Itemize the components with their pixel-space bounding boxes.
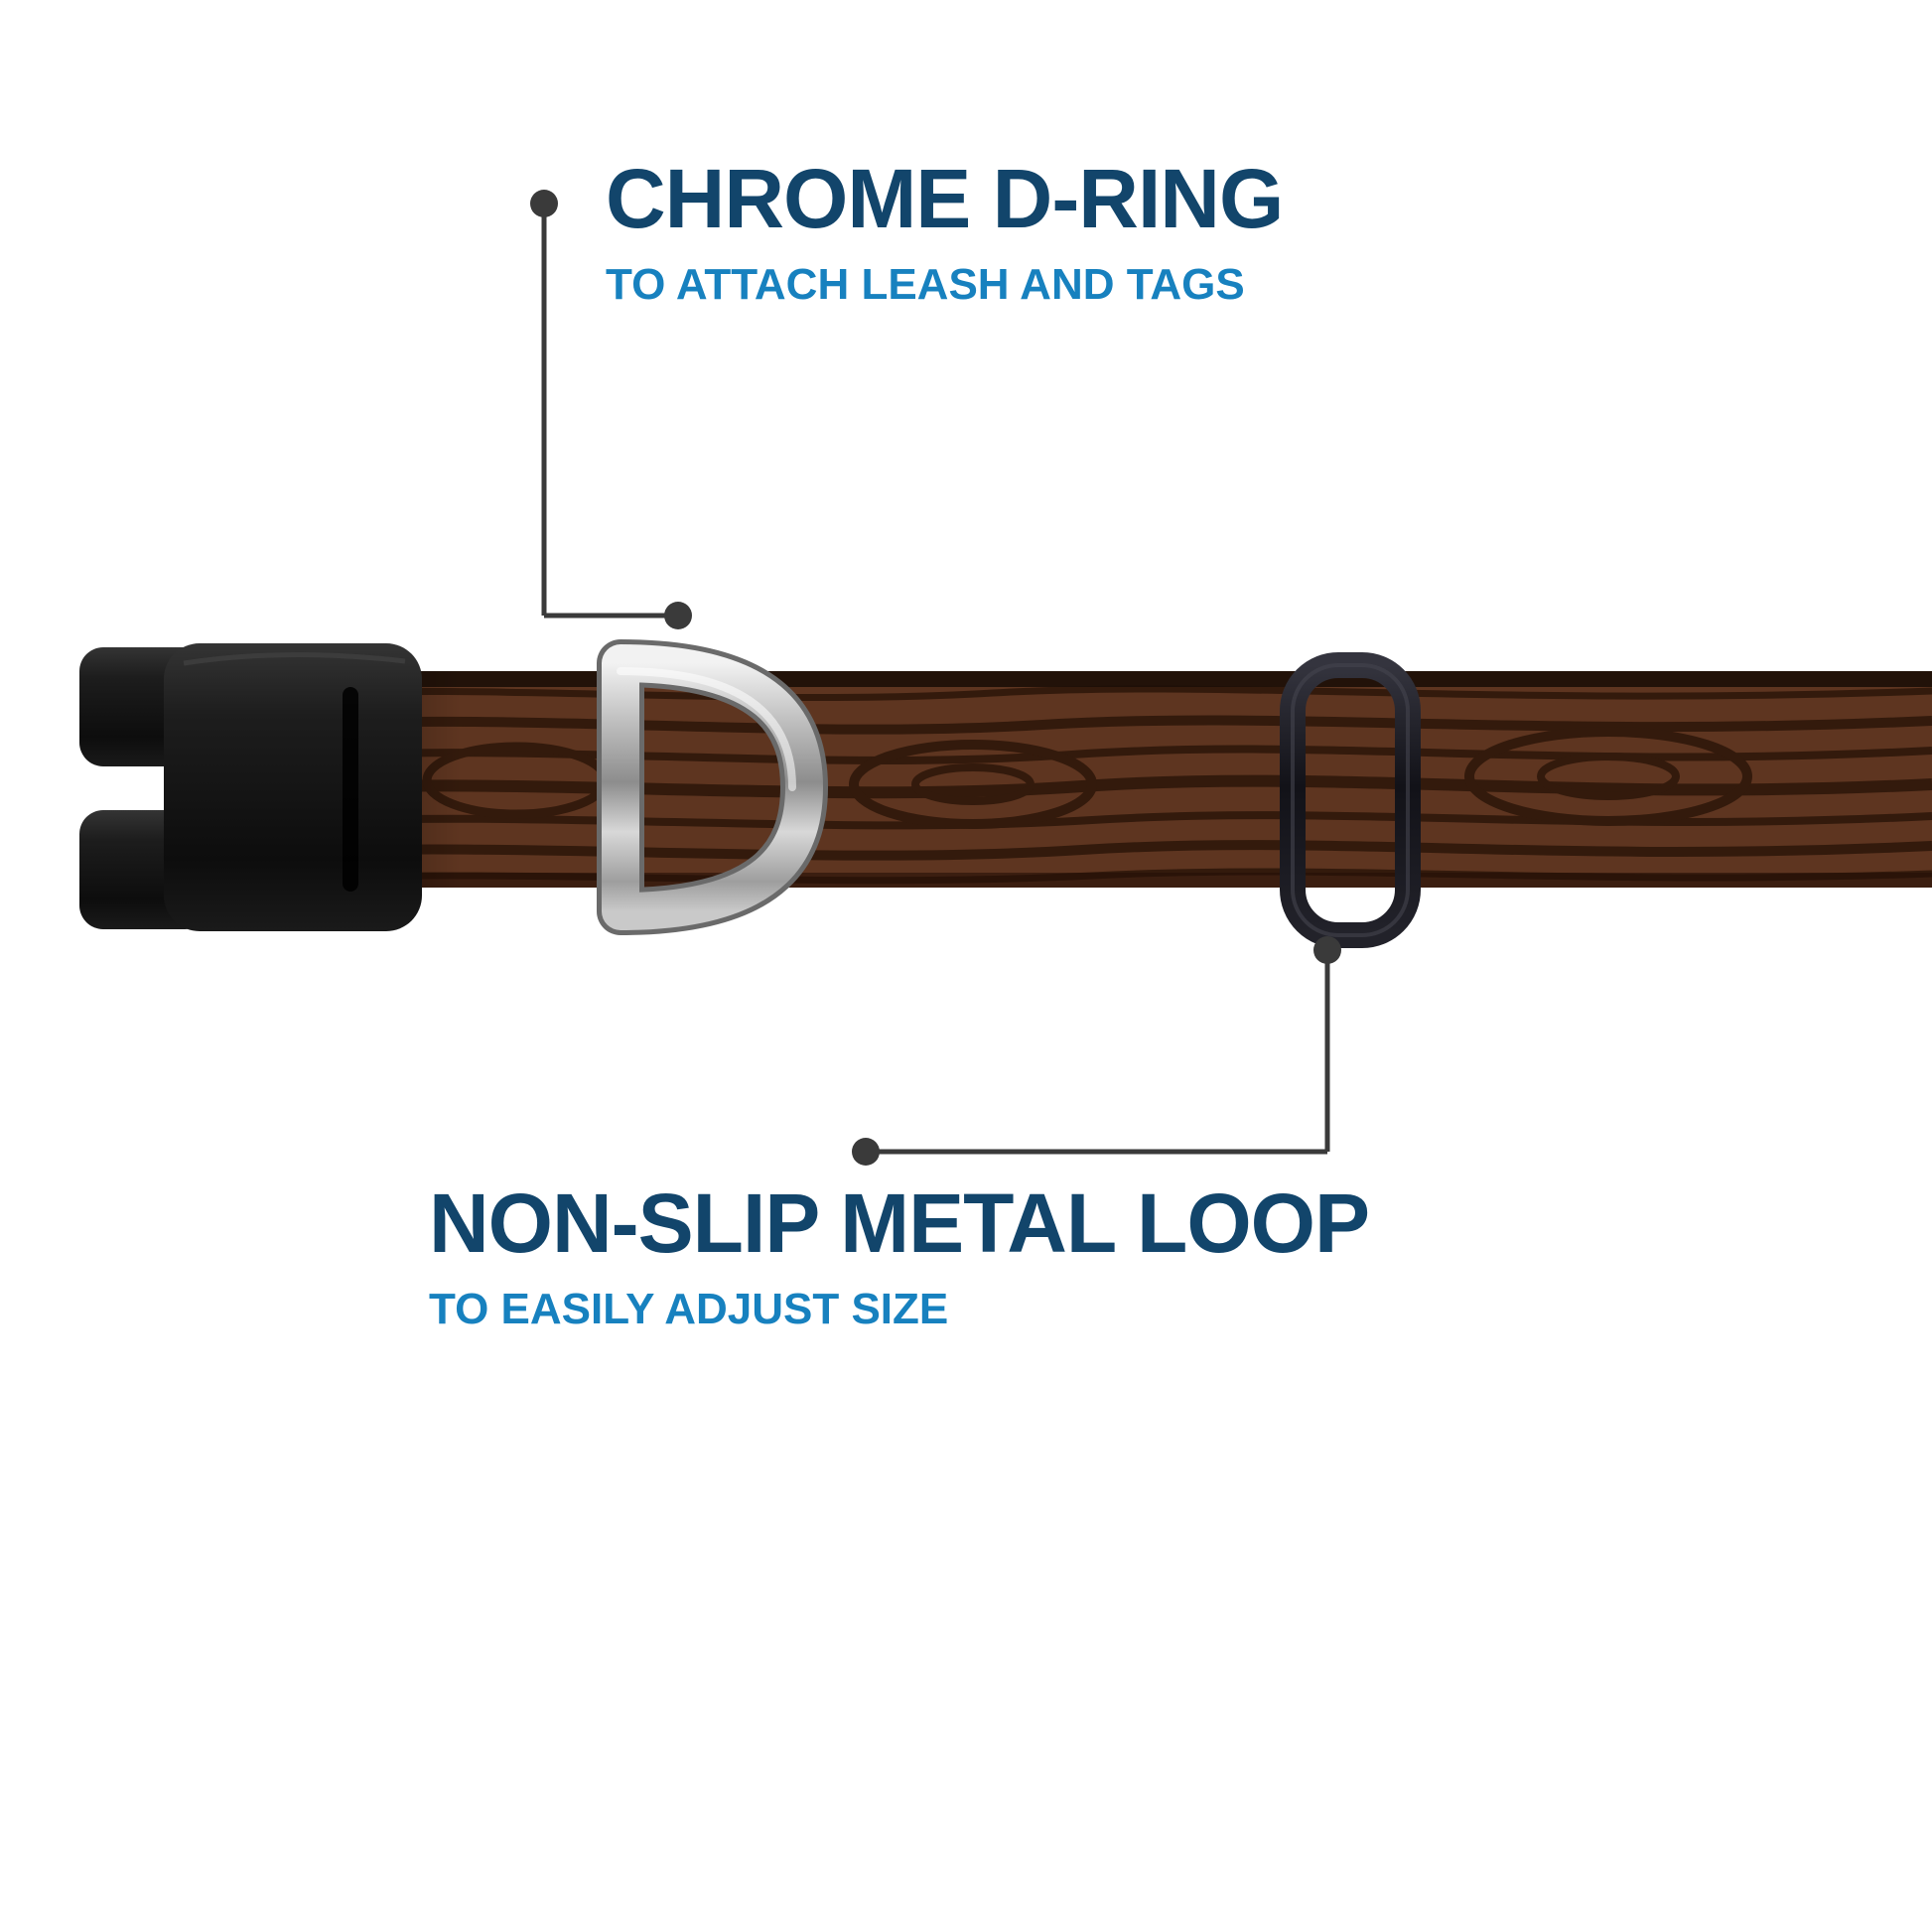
callout-loop: NON-SLIP METAL LOOP TO EASILY ADJUST SIZ… [429,1176,1370,1334]
leader-line-dring [530,190,692,629]
buckle-strap-slot [343,687,358,892]
d-ring-shine [617,667,796,791]
loop-highlight [1291,663,1410,937]
buckle [79,643,422,931]
buckle-body [164,643,422,931]
leader-dot [1313,936,1341,964]
leader-dot [664,602,692,629]
tri-glide-loop [1280,652,1421,948]
leader-dot [530,190,558,217]
d-ring [597,639,829,935]
leader-line-loop [852,936,1341,1166]
loop-callout-title: NON-SLIP METAL LOOP [429,1176,1370,1270]
dring-callout-subtitle: TO ATTACH LEASH AND TAGS [606,260,1245,310]
d-ring-metal [602,644,824,930]
callout-dring: CHROME D-RING TO ATTACH LEASH AND TAGS [606,152,1284,310]
dring-callout-title: CHROME D-RING [606,152,1284,245]
buckle-highlight [183,651,406,666]
loop-callout-subtitle: TO EASILY ADJUST SIZE [429,1285,949,1334]
leader-dot [852,1138,880,1166]
collar-strap [293,671,1932,888]
